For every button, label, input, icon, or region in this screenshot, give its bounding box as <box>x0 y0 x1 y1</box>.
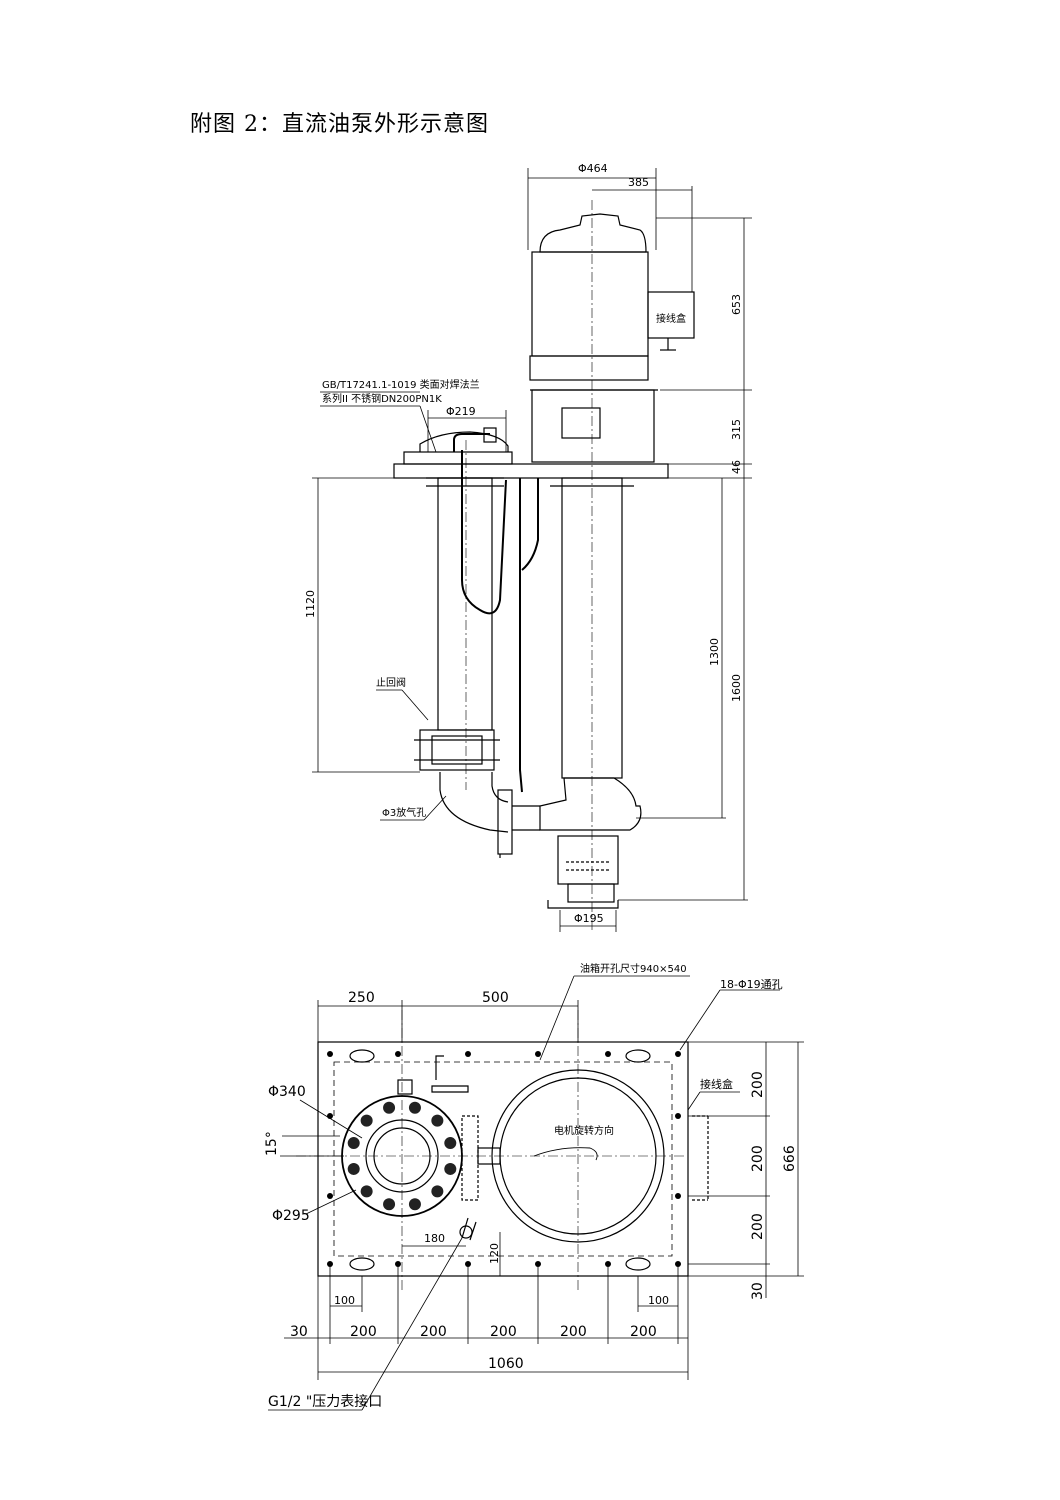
dim-r30: 30 <box>750 1282 766 1300</box>
elbow-pipe <box>439 772 509 833</box>
dim-r200-top: 200 <box>750 1071 766 1098</box>
flange-bolt <box>347 1162 360 1175</box>
flange-bolt <box>360 1114 373 1127</box>
gauge-port <box>459 1225 473 1239</box>
bolt-hole <box>465 1051 471 1057</box>
dim-b30-left: 30 <box>290 1324 308 1340</box>
elevation-view <box>393 200 695 930</box>
dim-b200-5: 200 <box>630 1324 657 1340</box>
page-title: 附图 2：直流油泵外形示意图 <box>190 112 489 137</box>
junction-box <box>647 291 695 339</box>
dim-top-500: 500 <box>482 990 509 1006</box>
dim-b100-right: 100 <box>648 1294 669 1307</box>
bolt-hole <box>675 1193 681 1199</box>
dim-pipe-length: 1120 <box>304 590 317 618</box>
dim-motor-dia: Φ464 <box>578 162 608 175</box>
dim-b200-2: 200 <box>420 1324 447 1340</box>
bolt-hole <box>395 1051 401 1057</box>
outlet-pipe <box>437 477 493 731</box>
flange-bolt <box>360 1185 373 1198</box>
flange-bolt <box>383 1101 396 1114</box>
dim-b200-1: 200 <box>350 1324 377 1340</box>
bolt-hole <box>535 1051 541 1057</box>
motor-bracket <box>531 389 655 463</box>
tank-opening-label: 油箱开孔尺寸940×540 <box>580 962 687 975</box>
flange-bolt <box>383 1198 396 1211</box>
bolt-hole <box>327 1051 333 1057</box>
dim-motor-height: 653 <box>730 294 743 315</box>
flange-bolt <box>408 1198 421 1211</box>
motor-body <box>531 251 649 357</box>
bolt-hole <box>605 1051 611 1057</box>
rotation-arrow <box>533 1147 598 1161</box>
elevation-dimensions <box>312 168 752 932</box>
junction-box-plan-label: 接线盒 <box>700 1077 733 1091</box>
mounting-plate <box>393 463 669 479</box>
tank-opening <box>333 1061 673 1257</box>
dim-b100-left: 100 <box>334 1294 355 1307</box>
plan-dimensions <box>268 975 804 1411</box>
dim-total-length: 1600 <box>730 674 743 702</box>
base-plate <box>317 1041 689 1277</box>
dim-r200-bot: 200 <box>750 1213 766 1240</box>
dim-outlet-dia: Φ219 <box>446 405 476 418</box>
dim-plate-thk: 46 <box>730 460 743 474</box>
dim-r200-mid: 200 <box>750 1145 766 1172</box>
dim-b200-3: 200 <box>490 1324 517 1340</box>
dim-120: 120 <box>488 1243 501 1264</box>
dim-bracket-height: 315 <box>730 419 743 440</box>
bolt-hole <box>675 1051 681 1057</box>
check-valve <box>419 729 495 771</box>
flange-bolt <box>444 1137 457 1150</box>
dim-d295: Φ295 <box>272 1208 310 1224</box>
junction-box-label: 接线盒 <box>656 312 686 325</box>
bolt-holes-label: 18-Φ19通孔 <box>720 978 783 991</box>
standard-note-1: GB/T17241.1-1019 类面对焊法兰 <box>322 378 480 391</box>
dim-shaft-length: 1300 <box>708 638 721 666</box>
motor-lower <box>529 355 649 381</box>
bolt-hole <box>675 1113 681 1119</box>
standard-note-2: 系列II 不锈钢DN200PN1K <box>322 392 442 405</box>
flange-bolt <box>431 1114 444 1127</box>
plan-bolt-holes <box>327 1051 681 1267</box>
dim-total-1060: 1060 <box>488 1356 524 1372</box>
motor-cap <box>539 213 647 253</box>
gauge-port-label: G1/2 "压力表接口 <box>268 1393 382 1410</box>
flange-bolt-circle <box>347 1101 457 1211</box>
dim-total-666: 666 <box>782 1145 798 1172</box>
dim-d340: Φ340 <box>268 1084 306 1100</box>
plan-view <box>296 1010 709 1290</box>
dim-angle: 15° <box>264 1131 280 1156</box>
vent-hole-label: Φ3放气孔 <box>382 806 426 819</box>
flange-bolt <box>444 1162 457 1175</box>
flange-bolt <box>347 1137 360 1150</box>
flange-bolt <box>408 1101 421 1114</box>
rotation-label: 电机旋转方向 <box>554 1124 614 1137</box>
elevation-dim-text: Φ464 385 653 315 46 1120 1300 1600 Φ219 … <box>304 162 743 925</box>
dim-top-250: 250 <box>348 990 375 1006</box>
dim-b200-4: 200 <box>560 1324 587 1340</box>
plan-dim-text: 250 500 Φ340 Φ295 15° 180 120 100 100 30… <box>264 962 798 1410</box>
dim-180: 180 <box>424 1232 445 1245</box>
suction-bell <box>557 835 619 885</box>
pump-casing <box>539 777 642 831</box>
check-valve-label: 止回阀 <box>376 676 406 689</box>
dim-box-offset: 385 <box>628 176 649 189</box>
bolt-hole <box>327 1193 333 1199</box>
side-connection <box>461 1115 479 1201</box>
flange-bolt <box>431 1185 444 1198</box>
dim-suction-dia: Φ195 <box>574 912 604 925</box>
